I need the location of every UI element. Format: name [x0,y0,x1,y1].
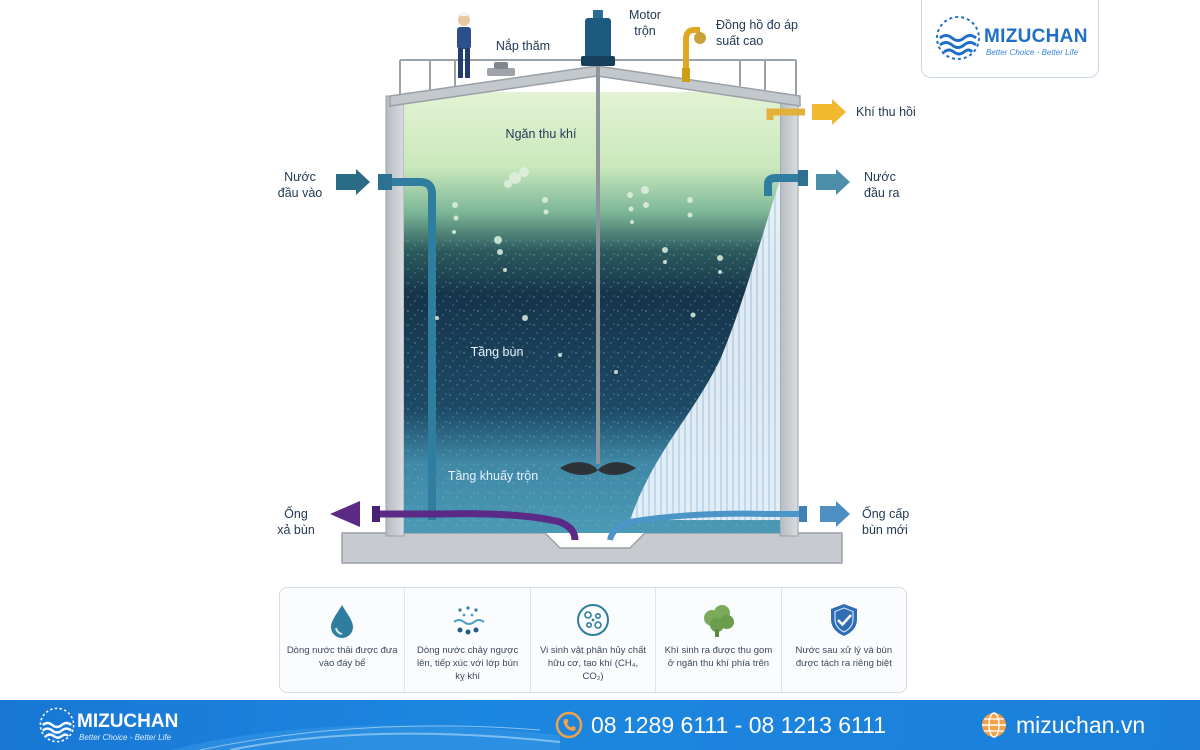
label-sludge-out-line1: Ống [266,506,326,522]
label-manhole: Nắp thăm [488,38,558,54]
label-pressure-gauge: Đồng hồ đo áp suất cao [716,17,836,49]
label-motor: Motor trộn [620,7,670,39]
water-drop-icon [322,600,362,640]
label-sludge-outlet: Ống xả bùn [266,506,326,538]
footer-brand-name: MIZUCHAN [77,711,178,733]
label-water-in-line2: đầu vào [270,185,330,201]
label-mixing-layer: Tầng khuấy trộn [428,468,558,484]
brand-logo-card: MIZUCHAN Better Choice - Better Life [921,0,1099,78]
upflow-particles-icon [448,600,488,640]
pressure-gauge [682,30,706,82]
gas-cloud-icon [698,600,738,640]
waves-logo-icon [934,14,982,62]
label-gauge-line2: suất cao [716,33,836,49]
tank-foundation [342,533,842,563]
process-step: Khí sinh ra được thu gom ở ngăn thu khí … [656,588,781,692]
label-sludge-layer: Tầng bùn [452,344,542,360]
label-sludge-in-line2: bùn mới [862,522,932,538]
phone-icon [555,711,583,739]
label-motor-line2: trộn [620,23,670,39]
brand-name: MIZUCHAN [984,26,1088,48]
process-step-text: Vi sinh vật phân hủy chất hữu cơ, tạo kh… [537,644,649,683]
label-water-out-line2: đầu ra [864,185,924,201]
process-steps-card: Dòng nước thải được đưa vào đáy bể Dòng … [279,587,907,693]
worker-figure [457,12,471,78]
label-gas-chamber: Ngăn thu khí [486,126,596,142]
microbe-icon [573,600,613,640]
label-water-out-line1: Nước [864,169,924,185]
globe-icon [980,711,1008,739]
process-step-text: Nước sau xử lý và bùn được tách ra riêng… [788,644,900,670]
shield-check-icon [824,600,864,640]
process-step-text: Dòng nước thải được đưa vào đáy bể [286,644,398,670]
process-step-text: Khí sinh ra được thu gom ở ngăn thu khí … [662,644,774,670]
label-motor-line1: Motor [620,7,670,23]
footer-phone-link[interactable]: 08 1289 6111 - 08 1213 6111 [591,712,886,739]
process-step-text: Dòng nước chảy ngược lên, tiếp xúc với l… [411,644,523,683]
footer-brand-slogan: Better Choice - Better Life [79,733,171,742]
label-water-out: Nước đầu ra [864,169,924,201]
label-water-in: Nước đầu vào [270,169,330,201]
manhole-cover [487,62,515,76]
label-sludge-out-line2: xả bùn [266,522,326,538]
label-sludge-inlet: Ống cấp bùn mới [862,506,932,538]
label-gauge-line1: Đồng hồ đo áp [716,17,836,33]
label-gas-out: Khí thu hồi [856,104,936,120]
brand-slogan: Better Choice - Better Life [986,48,1078,57]
label-sludge-in-line1: Ống cấp [862,506,932,522]
process-step: Dòng nước chảy ngược lên, tiếp xúc với l… [405,588,530,692]
footer-website-link[interactable]: mizuchan.vn [1016,712,1145,739]
process-step: Vi sinh vật phân hủy chất hữu cơ, tạo kh… [531,588,656,692]
footer-waves-logo-icon [38,706,76,744]
process-step: Dòng nước thải được đưa vào đáy bể [280,588,405,692]
process-step: Nước sau xử lý và bùn được tách ra riêng… [782,588,906,692]
footer-bar: MIZUCHAN Better Choice - Better Life 08 … [0,700,1200,750]
label-water-in-line1: Nước [270,169,330,185]
